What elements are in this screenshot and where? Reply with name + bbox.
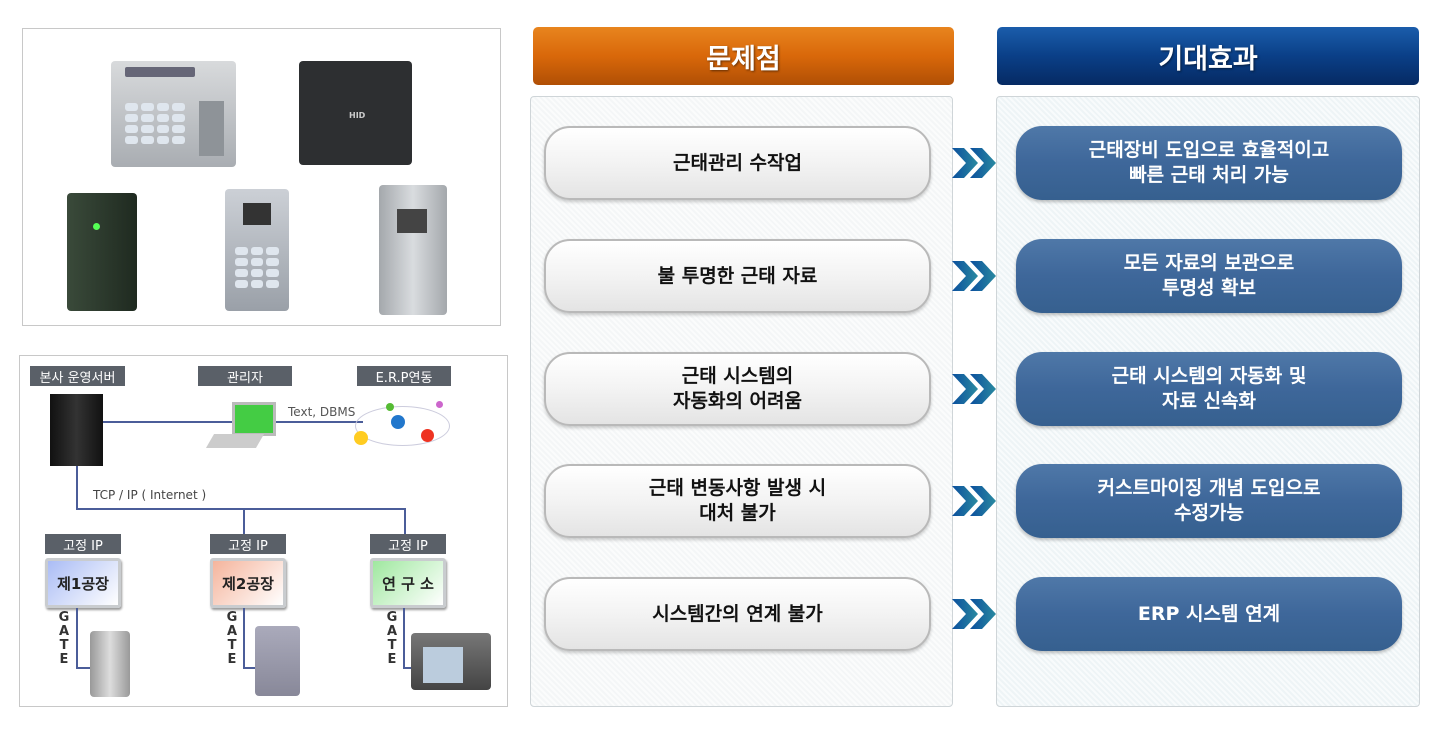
problem-text: 시스템간의 연계 불가 bbox=[652, 602, 823, 625]
problem-item: 근태 변동사항 발생 시 대처 불가 bbox=[544, 464, 931, 538]
fingerprint-keypad-image bbox=[225, 189, 289, 311]
effect-text: 커스트마이징 개념 도입으로 수정가능 bbox=[1097, 477, 1321, 524]
site-name: 연 구 소 bbox=[370, 558, 446, 608]
double-chevron-right-icon bbox=[952, 486, 996, 516]
problem-text: 근태 시스템의 자동화의 어려움 bbox=[673, 365, 802, 412]
gate-device-image bbox=[255, 626, 300, 696]
network-diagram: 본사 운영서버 관리자 E.R.P연동 Text, DBMS TCP / IP … bbox=[19, 355, 508, 707]
gate-label: GATE bbox=[58, 610, 70, 667]
fixed-ip-label: 고정 IP bbox=[370, 534, 446, 554]
effect-text: 근태 시스템의 자동화 및 자료 신속화 bbox=[1111, 365, 1307, 412]
effect-text: 모든 자료의 보관으로 투명성 확보 bbox=[1123, 252, 1295, 299]
effect-text: ERP 시스템 연계 bbox=[1137, 602, 1281, 625]
problem-item: 근태 시스템의 자동화의 어려움 bbox=[544, 352, 931, 426]
effect-item: 커스트마이징 개념 도입으로 수정가능 bbox=[1016, 464, 1402, 538]
link-label: Text, DBMS bbox=[288, 405, 356, 419]
problem-item: 근태관리 수작업 bbox=[544, 126, 931, 200]
effects-header: 기대효과 bbox=[997, 27, 1419, 85]
double-chevron-right-icon bbox=[952, 374, 996, 404]
effect-item: 모든 자료의 보관으로 투명성 확보 bbox=[1016, 239, 1402, 313]
problem-text: 근태 변동사항 발생 시 대처 불가 bbox=[648, 477, 827, 524]
devices-panel: HID bbox=[22, 28, 501, 326]
gate-label: GATE bbox=[226, 610, 238, 667]
fixed-ip-label: 고정 IP bbox=[210, 534, 286, 554]
fixed-ip-label: 고정 IP bbox=[45, 534, 121, 554]
fingerprint-reader-image bbox=[379, 185, 447, 315]
problem-text: 근태관리 수작업 bbox=[673, 151, 802, 174]
double-chevron-right-icon bbox=[952, 261, 996, 291]
double-chevron-right-icon bbox=[952, 599, 996, 629]
proximity-reader-image bbox=[67, 193, 137, 311]
site-name: 제1공장 bbox=[45, 558, 121, 608]
problems-header: 문제점 bbox=[533, 27, 954, 85]
effect-item: 근태 시스템의 자동화 및 자료 신속화 bbox=[1016, 352, 1402, 426]
gate-label: GATE bbox=[386, 610, 398, 667]
keypad-terminal-image bbox=[111, 61, 236, 167]
problem-item: 불 투명한 근태 자료 bbox=[544, 239, 931, 313]
effect-item: ERP 시스템 연계 bbox=[1016, 577, 1402, 651]
server-icon bbox=[50, 394, 103, 466]
gate-device-image bbox=[90, 631, 130, 697]
problem-item: 시스템간의 연계 불가 bbox=[544, 577, 931, 651]
admin-label: 관리자 bbox=[198, 366, 292, 386]
erp-label: E.R.P연동 bbox=[357, 366, 451, 386]
effect-text: 근태장비 도입으로 효율적이고 빠른 근태 처리 가능 bbox=[1088, 139, 1330, 186]
computer-icon bbox=[232, 402, 276, 436]
gate-device-image bbox=[411, 633, 491, 690]
problem-text: 불 투명한 근태 자료 bbox=[657, 264, 818, 287]
erp-orbit-icon bbox=[354, 401, 450, 446]
tcp-label: TCP / IP ( Internet ) bbox=[93, 488, 207, 502]
site-name: 제2공장 bbox=[210, 558, 286, 608]
hid-reader-image: HID bbox=[299, 61, 412, 165]
double-chevron-right-icon bbox=[952, 148, 996, 178]
effect-item: 근태장비 도입으로 효율적이고 빠른 근태 처리 가능 bbox=[1016, 126, 1402, 200]
server-label: 본사 운영서버 bbox=[30, 366, 125, 386]
